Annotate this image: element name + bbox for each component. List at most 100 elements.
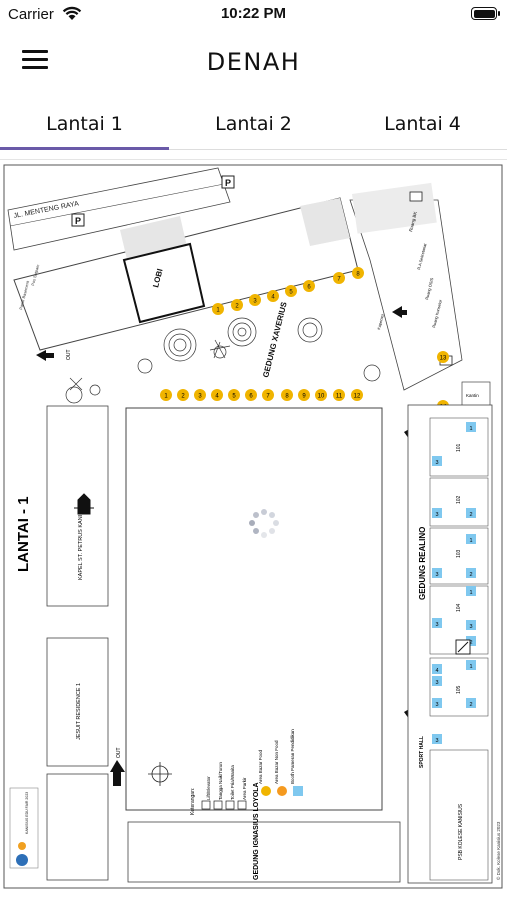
tab-lantai-4[interactable]: Lantai 4 [384, 113, 461, 135]
svg-text:12: 12 [354, 394, 361, 400]
svg-text:1: 1 [469, 426, 472, 432]
floor-map[interactable]: JL. MENTENG RAYA P P LOBI Parkir Basemen… [0, 159, 507, 893]
svg-text:10: 10 [318, 394, 325, 400]
svg-text:3: 3 [435, 738, 438, 744]
app-bar: DENAH [0, 30, 507, 94]
svg-text:8: 8 [285, 394, 289, 400]
page-title: DENAH [206, 48, 301, 76]
booths: 3 1 3 2 3 1 3 2 3 1 3 2 3 4 1 3 2 [432, 422, 476, 744]
koperasi-label: Koperasi [376, 314, 385, 331]
food-row: 1 2 3 4 5 6 7 8 9 10 11 12 [160, 389, 363, 401]
svg-text:4: 4 [271, 295, 275, 301]
svg-text:Keterangan:: Keterangan: [190, 788, 196, 815]
svg-text:3: 3 [253, 299, 257, 305]
side-room-osis: Ruang OSIS [424, 277, 434, 300]
gedung-realino-label: GEDUNG REALINO [418, 527, 427, 600]
svg-text:3: 3 [469, 624, 472, 630]
sport-hall-label: SPORT HALL [419, 736, 425, 768]
toilet-icon [409, 191, 423, 202]
lobby-label: LOBI [151, 268, 164, 289]
svg-text:3: 3 [435, 702, 438, 708]
tab-lantai-2[interactable]: Lantai 2 [215, 113, 292, 135]
svg-text:Lift/Elevator: Lift/Elevator [206, 776, 211, 800]
svg-text:1: 1 [469, 664, 472, 670]
parking-sign-2 [71, 213, 85, 227]
parking-sign-1 [221, 175, 235, 189]
food-top-row: 1 2 3 4 5 6 7 8 [212, 267, 364, 315]
hamburger-menu-icon[interactable] [22, 50, 48, 72]
svg-text:3: 3 [198, 394, 202, 400]
svg-text:1: 1 [164, 394, 168, 400]
side-room-konselor: Ruang Konselor [431, 299, 443, 329]
svg-text:2: 2 [469, 512, 472, 518]
gedung-ignasius-label: GEDUNG IGNASIUS LOYOLA [253, 782, 260, 880]
svg-text:7: 7 [337, 277, 341, 283]
floor-title: LANTAI - 1 [15, 496, 32, 572]
exit-label-1: OUT [66, 349, 72, 360]
svg-text:2: 2 [469, 702, 472, 708]
svg-text:3: 3 [435, 460, 438, 466]
room-105: 105 [456, 685, 462, 694]
carrier-label: Carrier [8, 6, 54, 23]
svg-text:3: 3 [435, 512, 438, 518]
status-bar: Carrier 10:22 PM [0, 0, 507, 30]
room-102: 102 [456, 495, 462, 504]
church-icon [74, 493, 94, 515]
map-legend: Keterangan: Lift/Elevator Tangga Naik/Tu… [190, 729, 303, 815]
svg-text:13: 13 [440, 356, 447, 362]
svg-text:KANISIUS EDU FAIR 2023: KANISIUS EDU FAIR 2023 [25, 792, 29, 834]
side-room-bk: Ruang BK [408, 211, 418, 232]
kantin-label: Kantin [466, 393, 479, 398]
svg-text:2: 2 [469, 572, 472, 578]
svg-text:1: 1 [469, 538, 472, 544]
svg-text:1: 1 [216, 308, 220, 314]
svg-text:2: 2 [181, 394, 185, 400]
edu-fair-logo: KANISIUS EDU FAIR 2023 [9, 787, 39, 869]
svg-text:8: 8 [356, 272, 360, 278]
svg-text:2: 2 [469, 640, 472, 646]
floor-tabs: Lantai 1 Lantai 2 Lantai 4 [0, 98, 507, 150]
svg-text:2: 2 [235, 304, 239, 310]
svg-text:11: 11 [336, 394, 343, 400]
battery-icon [471, 7, 500, 20]
loading-spinner [249, 509, 279, 538]
active-tab-indicator [0, 147, 169, 150]
svg-text:Area Parkir: Area Parkir [242, 777, 247, 800]
room-104: 104 [456, 603, 462, 612]
svg-text:3: 3 [435, 680, 438, 686]
credit-label: © Dok. Kolese Kanisius 2023 [495, 821, 501, 880]
wifi-icon [62, 6, 82, 20]
tabs-divider [169, 149, 507, 150]
svg-text:3: 3 [435, 572, 438, 578]
svg-text:Toilet Pria/Wanita: Toilet Pria/Wanita [230, 765, 235, 800]
psb-label: PSB KOLESE KANISIUS [458, 803, 464, 860]
svg-text:Area Bazar Non Food: Area Bazar Non Food [274, 740, 279, 784]
svg-text:5: 5 [289, 290, 293, 296]
garden-decor [65, 317, 381, 404]
svg-text:P: P [75, 216, 81, 226]
svg-text:Booth Pameran Pendidikan: Booth Pameran Pendidikan [290, 729, 295, 784]
side-room-sekretariat: R.A Sekretariat [416, 242, 428, 270]
kapel-label: KAPEL ST. PETRUS KANISIUS [78, 502, 84, 580]
pos-satpam-label: Pos Satpam [30, 263, 40, 286]
svg-text:4: 4 [435, 668, 438, 674]
svg-text:5: 5 [232, 394, 236, 400]
svg-text:7: 7 [266, 394, 270, 400]
svg-text:P: P [225, 178, 231, 188]
floor-plan-svg[interactable]: JL. MENTENG RAYA P P LOBI Parkir Basemen… [0, 160, 507, 894]
clock: 10:22 PM [220, 5, 287, 22]
svg-text:4: 4 [215, 394, 219, 400]
svg-text:6: 6 [249, 394, 253, 400]
exit-label-2: OUT [116, 747, 122, 758]
svg-text:6: 6 [307, 285, 311, 291]
room-103: 103 [456, 549, 462, 558]
tab-lantai-1[interactable]: Lantai 1 [46, 113, 123, 135]
jesuit-label: JESUIT RESIDENCE 1 [76, 683, 82, 740]
svg-text:Area Bazar Food: Area Bazar Food [258, 749, 263, 784]
room-101: 101 [456, 443, 462, 452]
compass-icon [148, 762, 172, 786]
svg-text:1: 1 [469, 590, 472, 596]
svg-text:3: 3 [435, 622, 438, 628]
svg-text:9: 9 [302, 394, 306, 400]
svg-text:Tangga Naik/Turun: Tangga Naik/Turun [218, 762, 223, 800]
